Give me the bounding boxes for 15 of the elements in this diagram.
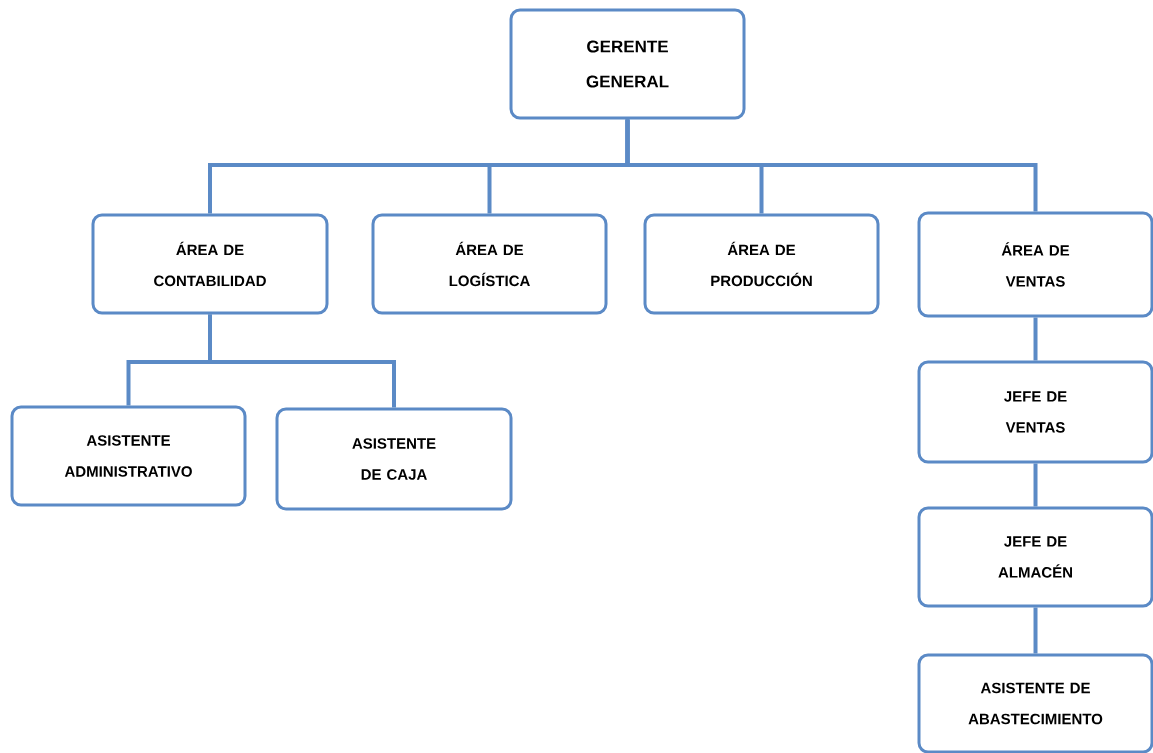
connector-line <box>1033 463 1038 507</box>
org-box: GERENTE GENERAL <box>509 8 746 120</box>
org-box: ASISTENTE ADMINISTRATIVO <box>10 405 247 507</box>
org-box: ÁREA DE VENTAS <box>917 211 1153 318</box>
org-box: ASISTENTE DE ABASTECIMIENTO <box>917 653 1153 753</box>
org-box: JEFE DE VENTAS <box>917 360 1153 464</box>
connector-line <box>625 119 1038 212</box>
org-box: ÁREA DE PRODUCCIÓN <box>643 213 880 315</box>
connector-line <box>1033 607 1038 654</box>
connector-line <box>1033 317 1038 361</box>
org-box: JEFE DE ALMACÉN <box>917 506 1153 608</box>
org-box: ASISTENTE DE CAJA <box>275 407 513 511</box>
org-box: ÁREA DE CONTABILIDAD <box>91 213 329 315</box>
connector-line <box>208 314 396 408</box>
org-box: ÁREA DE LOGÍSTICA <box>371 213 608 315</box>
